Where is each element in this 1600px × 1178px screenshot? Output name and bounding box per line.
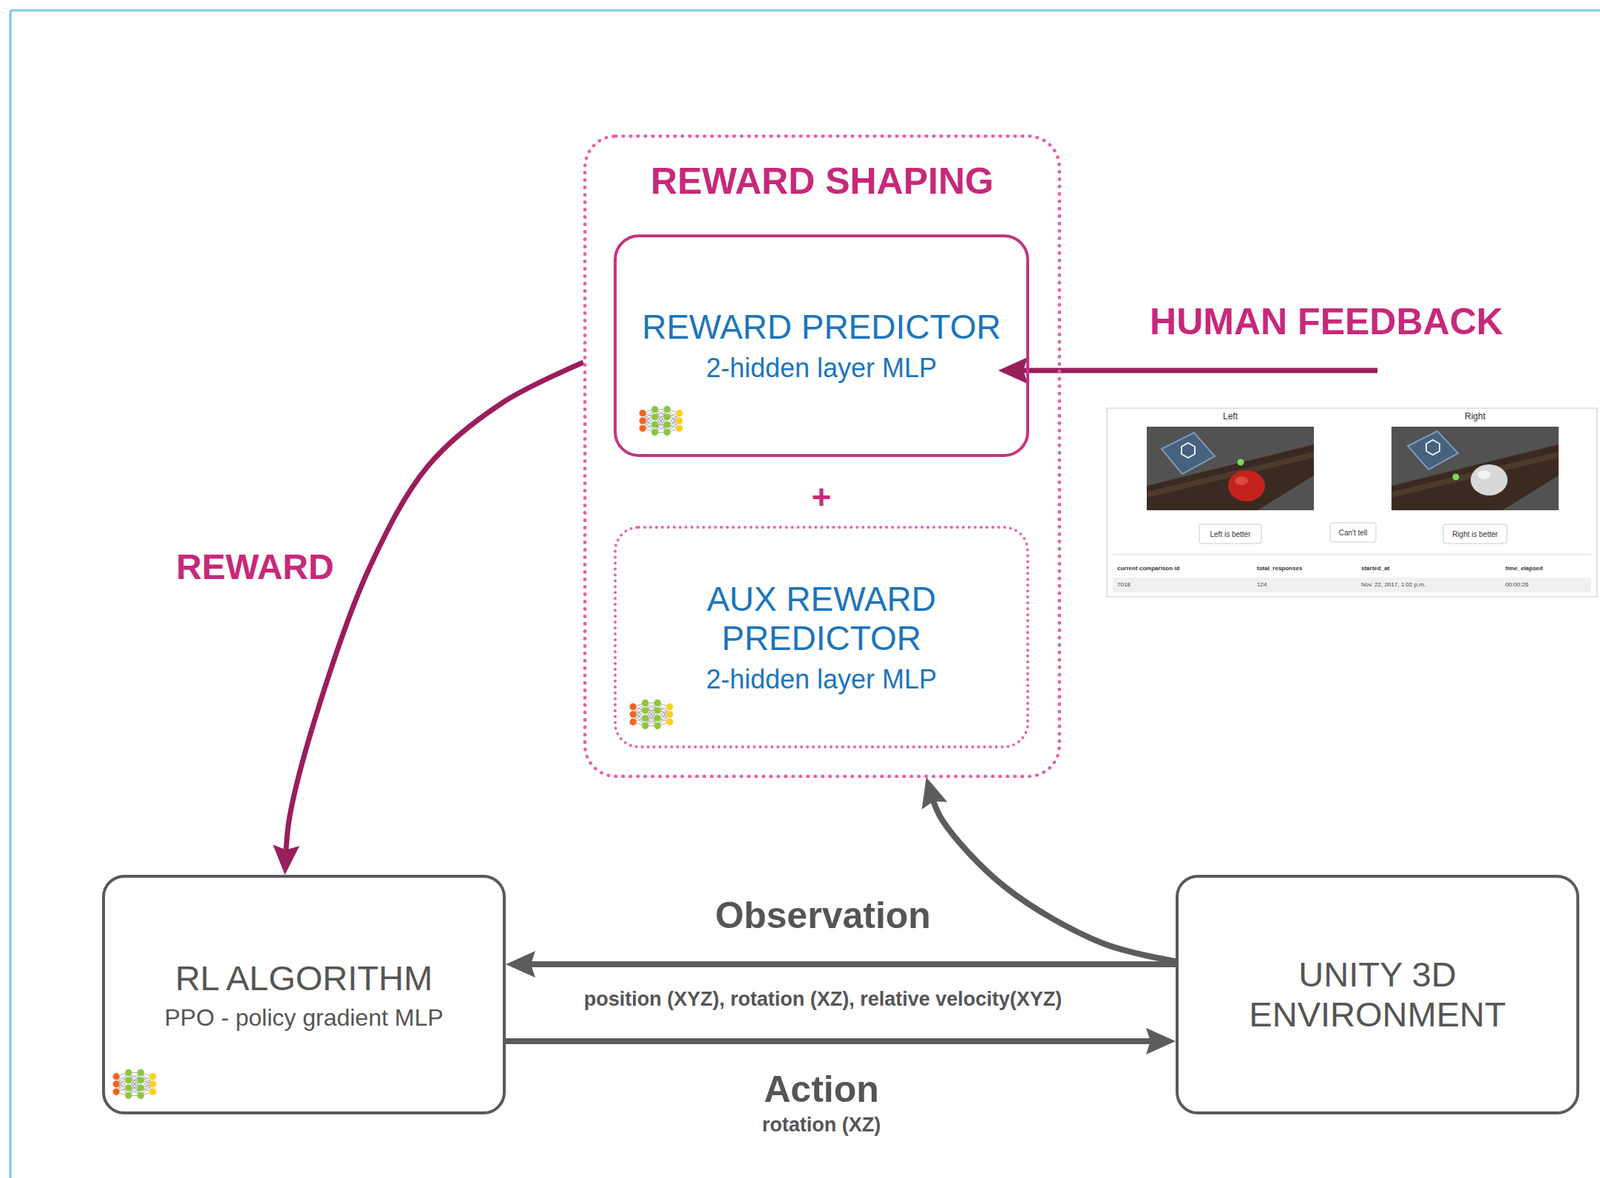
- table-row: [1112, 577, 1592, 593]
- environment-box: UNITY 3D ENVIRONMENT: [1175, 874, 1580, 1115]
- node-subtitle: 2-hidden layer MLP: [706, 352, 937, 383]
- ball-shine: [1477, 470, 1491, 480]
- frame-line: [10, 9, 1600, 12]
- feedback-arrow: [1015, 368, 1378, 374]
- button-label: Left is better: [1209, 530, 1251, 539]
- group-box: REWARD SHAPING REWARD PREDICTOR 2-hidden l…: [583, 134, 1061, 778]
- button-outline: [1330, 522, 1376, 542]
- signal-label: rotation (XZ): [762, 1114, 881, 1137]
- feedback-screenshot: [1106, 408, 1598, 597]
- node-subtitle: 2-hidden layer MLP: [706, 663, 937, 695]
- screenshot-panel: [1106, 408, 1598, 597]
- table-cell: 00:00:26: [1505, 581, 1529, 589]
- plus-sign: +: [811, 478, 832, 517]
- logo-mark: [1181, 442, 1195, 458]
- connector: [285, 362, 584, 857]
- network-icon: [629, 699, 674, 730]
- node-subtitle: PPO - policy gradient MLP: [164, 1004, 443, 1032]
- table-header: total_responses: [1256, 565, 1303, 573]
- ball: [1228, 470, 1266, 502]
- annotation: HUMAN FEEDBACK: [1149, 301, 1504, 343]
- model-box: AUX REWARD PREDICTOR 2-hidden layer MLP: [613, 525, 1030, 749]
- button-label: Can't tell: [1339, 528, 1368, 537]
- ball: [1470, 464, 1508, 496]
- logo-card: [1161, 432, 1215, 474]
- network-icon: [113, 1069, 157, 1099]
- table-grain: [1391, 451, 1559, 498]
- table-header: started_at: [1361, 565, 1390, 573]
- button-outline: [1443, 524, 1507, 544]
- connector: [931, 794, 1177, 962]
- edge-label: Observation: [714, 895, 931, 937]
- scene-ground: [1391, 426, 1559, 511]
- node-title: REWARD PREDICTOR: [641, 307, 1002, 347]
- node-title: UNITY 3D ENVIRONMENT: [1187, 954, 1568, 1035]
- process-box: RL ALGORITHM PPO - policy gradient MLP: [102, 874, 506, 1115]
- scene-ground: [1146, 426, 1314, 511]
- table-header: current comparison id: [1117, 565, 1180, 573]
- ball-shine: [1234, 476, 1249, 486]
- node-title: REWARD SHAPING: [587, 160, 1058, 204]
- target-dot: [1237, 459, 1245, 466]
- frame-line: [9, 10, 12, 1178]
- signal-label: position (XYZ), rotation (XZ), relative …: [584, 988, 1063, 1011]
- table-cell: 7018: [1117, 581, 1131, 589]
- button-label: Right is better: [1452, 530, 1498, 539]
- scene-image: [1146, 426, 1314, 511]
- connector: [505, 1038, 1158, 1044]
- table-cell: Nov. 22, 2017, 1:02 p.m.: [1361, 581, 1426, 589]
- pane-title: Right: [1464, 411, 1486, 422]
- table-rule: [1112, 553, 1592, 556]
- edge-label: Action: [763, 1069, 880, 1110]
- node-title: RL ALGORITHM: [175, 958, 433, 999]
- edge-label: REWARD: [175, 547, 334, 588]
- connector: [523, 961, 1176, 968]
- table-cell: 124: [1256, 581, 1267, 589]
- target-dot: [1452, 473, 1460, 481]
- node-title: AUX REWARD PREDICTOR: [643, 579, 999, 659]
- network-icon: [639, 405, 684, 436]
- table-header: time_elapsed: [1505, 565, 1544, 573]
- button-outline: [1199, 524, 1262, 544]
- logo-card: [1407, 431, 1459, 470]
- pane-title: Left: [1222, 411, 1238, 422]
- model-box: REWARD PREDICTOR 2-hidden layer MLP: [613, 234, 1030, 457]
- scene-image: [1391, 426, 1559, 511]
- logo-mark: [1426, 439, 1440, 455]
